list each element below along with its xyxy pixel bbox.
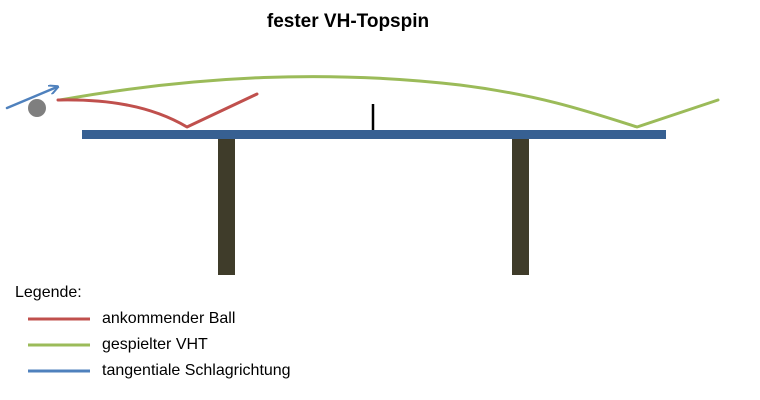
diagram-title: fester VH-Topspin (267, 11, 429, 32)
stroke-direction-arrow (5, 87, 57, 110)
played-ball-path (58, 75, 720, 129)
legend-label-stroke-direction: tangentiale Schlagrichtung (102, 362, 291, 379)
table-leg-right (512, 138, 529, 275)
legend: Legende: ankommender Ball gespielter VHT… (15, 284, 291, 379)
table-top (82, 130, 666, 139)
legend-heading: Legende: (15, 284, 82, 301)
legend-label-incoming: ankommender Ball (102, 310, 235, 327)
table-leg-left (218, 138, 235, 275)
incoming-ball-path (56, 92, 259, 129)
ball (28, 99, 46, 117)
legend-label-played: gespielter VHT (102, 336, 208, 353)
